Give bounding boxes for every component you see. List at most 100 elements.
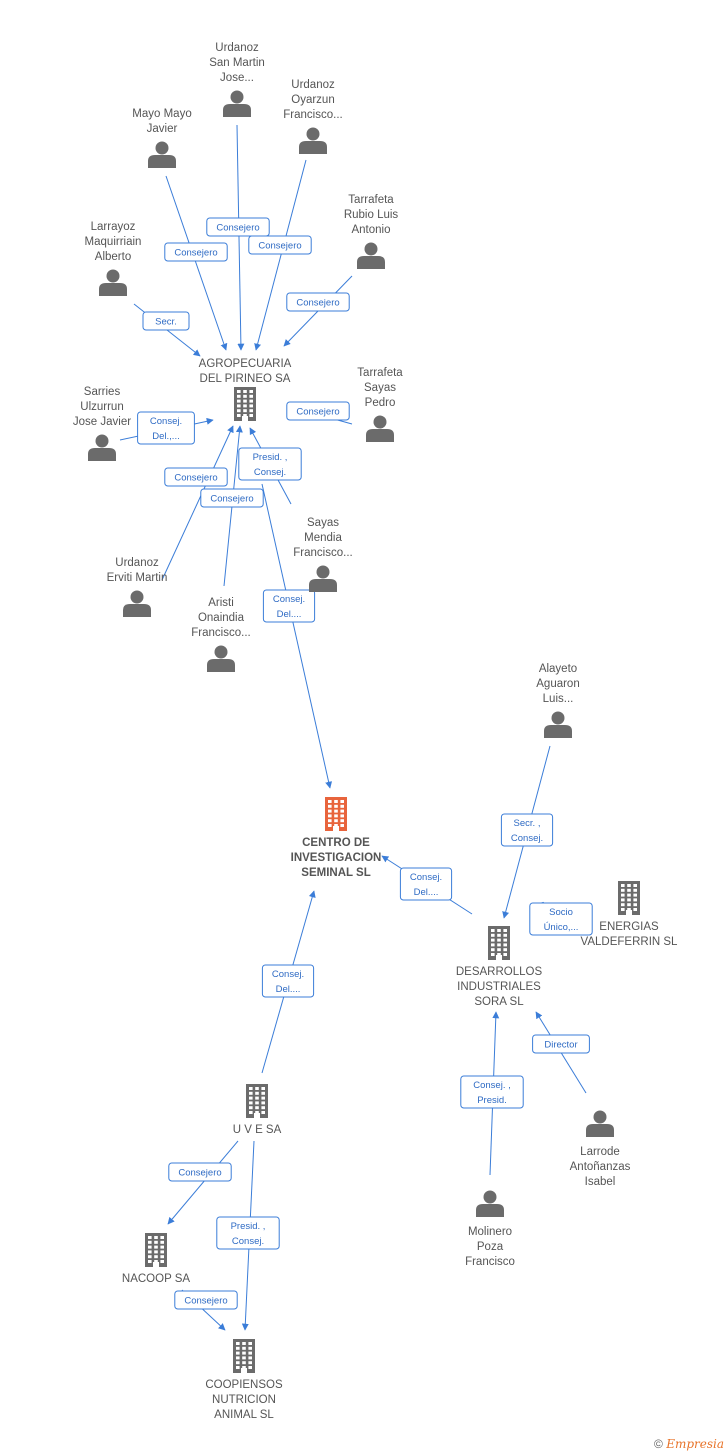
node-alayeto[interactable]: AlayetoAguaronLuis... (536, 663, 580, 738)
edge-label-text: Del.,... (152, 431, 179, 442)
node-label: Isabel (585, 1176, 616, 1188)
edge-label-box (399, 867, 453, 901)
node-label: Poza (477, 1241, 504, 1253)
edge-uvesa-coopiensos: Presid. ,Consej. (216, 1140, 280, 1331)
edge-label-badge[interactable]: Secr. ,Consej. (500, 813, 554, 847)
edge-label-box (248, 235, 312, 255)
node-label: Francisco (465, 1256, 515, 1268)
node-label: NACOOP SA (122, 1273, 190, 1285)
edge-label-text: Consej. (410, 872, 442, 883)
edge-label-badge[interactable]: Consejero (174, 1290, 238, 1310)
node-label: Antoñanzas (570, 1161, 631, 1173)
edge-label-text: Consejero (178, 1168, 221, 1179)
edge-tarr_say-agro: Consejero (286, 401, 353, 425)
node-uvesa[interactable]: U V E SA (233, 1084, 282, 1136)
node-label: Antonio (351, 224, 390, 236)
node-nacoop[interactable]: NACOOP SA (122, 1233, 190, 1285)
person-icon (99, 269, 127, 296)
edge-label-badge[interactable]: Consejero (248, 235, 312, 255)
node-label: Urdanoz (215, 42, 259, 54)
edge-label-badge[interactable]: Consej. Del.,... (137, 411, 195, 445)
edge-label-text: Único,... (544, 922, 579, 933)
node-label: Francisco... (283, 109, 342, 121)
node-sayas[interactable]: SayasMendiaFrancisco... (293, 517, 353, 592)
edge-larr_maq-agro: Secr. (133, 303, 201, 357)
node-label: Francisco... (191, 627, 250, 639)
edge-label-badge[interactable]: Consejero (286, 401, 350, 421)
edge-label-badge[interactable]: Consej.Del.... (262, 589, 316, 623)
edge-label-badge[interactable]: Presid. ,Consej. (238, 447, 302, 481)
building-icon (618, 881, 640, 915)
edge-label-badge[interactable]: Consej.Del.... (399, 867, 453, 901)
edge-label-text: Consej. (150, 416, 182, 427)
node-label: Luis... (543, 693, 574, 705)
edge-label-text: Consejero (296, 298, 339, 309)
node-label: San Martin (209, 57, 265, 69)
building-icon (233, 1339, 255, 1373)
edge-line (167, 1140, 239, 1225)
edge-label-text: Consejero (258, 241, 301, 252)
edge-label-badge[interactable]: Presid. ,Consej. (216, 1216, 280, 1250)
brand-logo-text[interactable]: Empresia (666, 1437, 724, 1451)
edge-label-box (238, 447, 302, 481)
edge-line (236, 124, 245, 351)
node-label: Tarrafeta (357, 367, 403, 379)
edge-label-badge[interactable]: SocioÚnico,... (529, 902, 593, 936)
edge-label-text: Consejero (296, 407, 339, 418)
edge-label-box (532, 1034, 590, 1054)
node-label: Sayas (364, 382, 396, 394)
person-icon (148, 141, 176, 168)
edge-sarr-agro: Consej. Del.,... (119, 411, 214, 445)
node-label: Maquirriain (85, 236, 142, 248)
edge-mayo-agro: Consejero (164, 175, 228, 351)
edge-label-badge[interactable]: Secr. (142, 311, 190, 331)
edge-desarr-centro: Consej.Del.... (381, 855, 473, 915)
edge-label-badge[interactable]: Consejero (200, 488, 264, 508)
node-label: ANIMAL SL (214, 1409, 274, 1421)
edge-label-text: Consej. , (473, 1080, 511, 1091)
node-aristi[interactable]: AristiOnaindiaFrancisco... (191, 597, 251, 672)
edge-uvesa-centro: Consej.Del.... (261, 890, 316, 1074)
building-icon (246, 1084, 268, 1118)
edge-label-badge[interactable]: Consejero (164, 467, 228, 487)
edge-label-badge[interactable]: Consejero (206, 217, 270, 237)
edge-label-text: Del.... (276, 984, 301, 995)
edge-molinero-desarr: Consej. ,Presid. (460, 1011, 524, 1176)
edge-label-box (164, 242, 228, 262)
edge-label-box (142, 311, 190, 331)
edge-label-badge[interactable]: Consej.Del.... (261, 964, 315, 998)
edge-label-box (286, 401, 350, 421)
node-label: CENTRO DE (302, 837, 370, 849)
node-label: ENERGIAS (599, 921, 659, 933)
edge-alayeto-desarr: Secr. ,Consej. (500, 745, 554, 919)
edge-label-badge[interactable]: Consejero (168, 1162, 232, 1182)
edge-label-badge[interactable]: Consejero (286, 292, 350, 312)
node-label: Sarries (84, 386, 121, 398)
edge-label-text: Consejero (174, 473, 217, 484)
node-label: Rubio Luis (344, 209, 399, 221)
edge-label-badge[interactable]: Consej. ,Presid. (460, 1075, 524, 1109)
node-urd_oya[interactable]: UrdanozOyarzunFrancisco... (283, 79, 343, 154)
edge-label-badge[interactable]: Director (532, 1034, 590, 1054)
edge-label-box (168, 1162, 232, 1182)
edge-uvesa-nacoop: Consejero (167, 1140, 239, 1225)
edge-label-box (206, 217, 270, 237)
edge-label-badge[interactable]: Consejero (164, 242, 228, 262)
node-label: INVESTIGACION (291, 852, 382, 864)
